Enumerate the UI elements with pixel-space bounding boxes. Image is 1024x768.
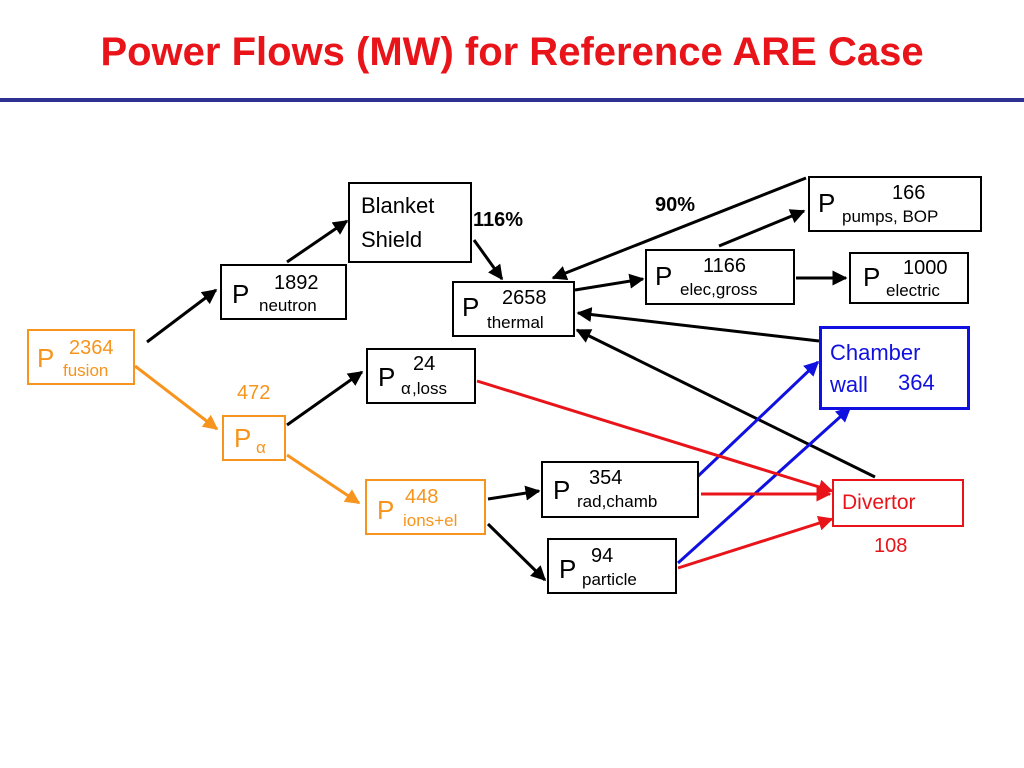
arrow-fusion-alpha: [134, 364, 219, 431]
p-symbol: P: [559, 554, 577, 584]
divertor-label: Divertor: [842, 491, 916, 514]
rad-chamb-value: 354: [589, 467, 623, 489]
arrow-fusion-neutron: [146, 288, 218, 344]
wall-label: wall: [830, 372, 868, 397]
node-p-pumps-bop: P 166 pumps, BOP: [808, 176, 982, 232]
node-p-rad-chamb: P 354 rad,chamb: [541, 461, 699, 518]
fusion-value: 2364: [69, 337, 114, 359]
particle-subscript: particle: [582, 570, 637, 589]
alpha-loss-alpha: α: [401, 379, 411, 398]
arrow-chamber-thermal: [576, 307, 820, 343]
arrow-particle-divertor: [677, 515, 834, 570]
electric-value: 1000: [903, 257, 948, 279]
p-symbol: P: [462, 292, 480, 322]
neutron-value: 1892: [274, 272, 319, 294]
arrow-pumps-thermal: [551, 176, 807, 281]
recirc-label: 90%: [655, 194, 696, 216]
p-symbol: P: [232, 279, 250, 309]
p-symbol: P: [234, 423, 252, 453]
thermal-subscript: thermal: [487, 313, 544, 332]
node-p-thermal: P 2658 thermal: [452, 281, 575, 337]
node-p-alpha-loss: P 24 α ,loss: [366, 348, 476, 404]
ions-el-value: 448: [405, 486, 439, 508]
arrow-ions-rad: [487, 485, 541, 501]
node-chamber-wall: Chamber wall 364: [819, 326, 970, 410]
arrow-alpha-alphaloss: [286, 370, 364, 427]
arrow-alpha-ions: [286, 453, 361, 505]
thermal-value: 2658: [502, 287, 547, 309]
node-divertor: Divertor: [832, 479, 964, 527]
pumps-value: 166: [892, 182, 926, 204]
p-symbol: P: [378, 362, 396, 392]
arrow-neutron-blanket: [286, 219, 349, 264]
node-p-neutron: P 1892 neutron: [220, 264, 347, 320]
rad-chamb-subscript: rad,chamb: [577, 492, 658, 511]
fusion-subscript: fusion: [63, 361, 109, 380]
node-p-alpha: P α: [222, 415, 286, 461]
title-underline: [0, 98, 1024, 102]
particle-value: 94: [591, 545, 614, 567]
arrow-blanket-thermal: [472, 239, 504, 281]
node-p-electric: P 1000 electric: [849, 252, 969, 304]
divertor-value: 108: [874, 535, 908, 557]
arrow-thermal-elecgross: [574, 273, 645, 292]
arrow-rad-chamber: [693, 360, 820, 481]
page-title: Power Flows (MW) for Reference ARE Case: [100, 30, 924, 74]
shield-label: Shield: [361, 227, 423, 252]
arrow-particle-chamber: [676, 406, 852, 565]
elec-gross-subscript: elec,gross: [680, 280, 758, 299]
arrow-ions-particle: [486, 522, 547, 582]
electric-subscript: electric: [886, 281, 940, 300]
node-p-ions-el: P 448 ions+el: [365, 479, 486, 535]
p-symbol: P: [377, 495, 395, 525]
arrow-divertor-thermal: [575, 328, 876, 479]
alpha-value: 472: [237, 382, 271, 404]
arrow-elecgross-pumps: [718, 209, 806, 248]
chamber-value: 364: [898, 370, 935, 395]
pumps-subscript: pumps, BOP: [842, 207, 939, 226]
p-symbol: P: [863, 262, 881, 292]
alpha-symbol: α: [256, 438, 266, 457]
alpha-loss-subscript: ,loss: [412, 379, 447, 398]
blanket-gain-label: 116%: [473, 209, 524, 231]
blanket-label: Blanket: [361, 193, 435, 218]
node-blanket-shield: Blanket Shield: [348, 182, 472, 263]
elec-gross-value: 1166: [703, 255, 747, 277]
alpha-loss-value: 24: [413, 353, 436, 375]
p-symbol: P: [37, 343, 55, 373]
arrow-alphaloss-divertor: [476, 379, 834, 495]
chamber-label: Chamber: [830, 340, 921, 365]
node-p-elec-gross: P 1166 elec,gross: [645, 249, 795, 305]
ions-el-subscript: ions+el: [403, 511, 458, 530]
p-symbol: P: [818, 188, 836, 218]
neutron-subscript: neutron: [259, 296, 317, 315]
p-symbol: P: [655, 261, 673, 291]
node-p-fusion: P 2364 fusion: [27, 329, 135, 385]
p-symbol: P: [553, 475, 571, 505]
node-p-particle: P 94 particle: [547, 538, 677, 594]
